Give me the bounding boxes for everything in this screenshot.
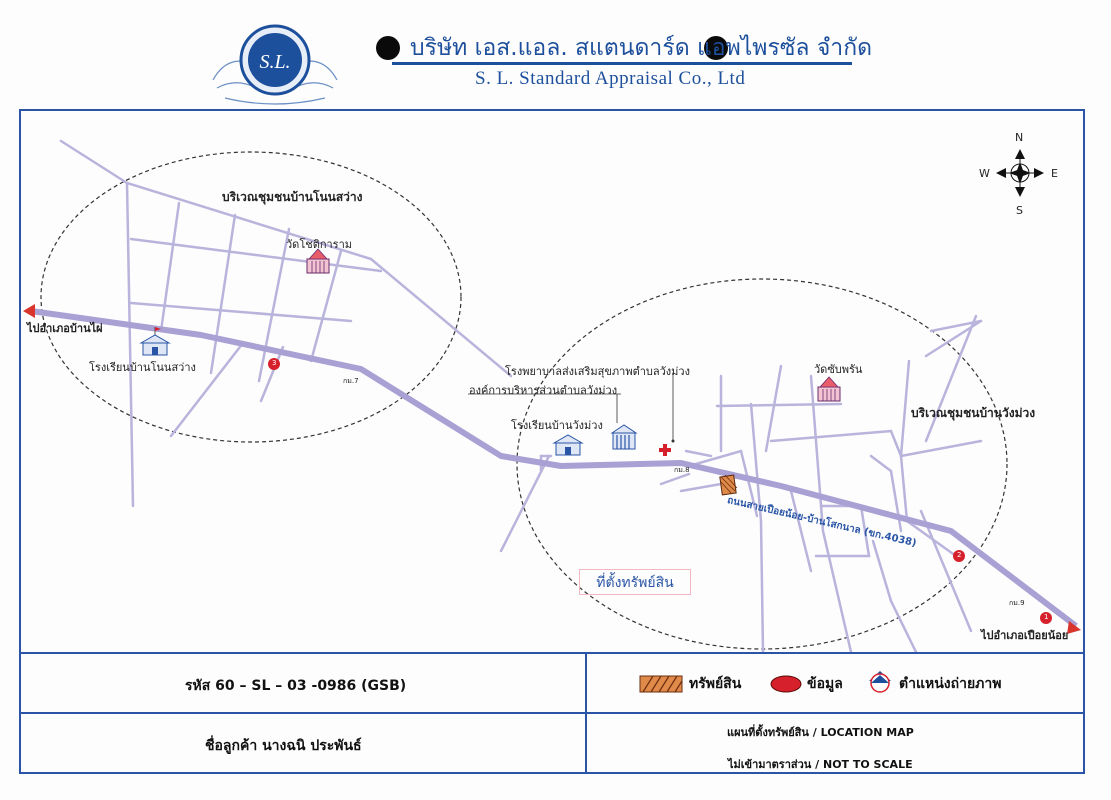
school-icon-non-sawang bbox=[139, 327, 171, 356]
arrow-to-pueai-noi bbox=[1067, 621, 1081, 634]
direction-label-ban-phai: ไปอำเภอบ้านไผ่ bbox=[27, 322, 103, 335]
info-divider-middle bbox=[21, 712, 1083, 714]
info-divider-vertical bbox=[585, 652, 587, 772]
compass-w: W bbox=[979, 167, 990, 180]
legend-photo-position-label: ตำแหน่งถ่ายภาพ bbox=[899, 676, 1002, 692]
legend-data-label: ข้อมูล bbox=[807, 676, 843, 692]
compass-s: S bbox=[1016, 204, 1023, 217]
header-rule bbox=[392, 62, 852, 65]
label-tao-wang-muang: องค์การบริหารส่วนตำบลวังม่วง bbox=[469, 384, 618, 397]
appraisal-code: รหัส 60 – SL – 03 -0986 (GSB) bbox=[185, 678, 407, 694]
map-frame: N S E W บริเวณชุมชนบ้านโนนสว่าง บริเวณชุ… bbox=[19, 109, 1085, 774]
legend-property-label: ทรัพย์สิน bbox=[689, 676, 742, 692]
label-health-hospital: โรงพยาบาลส่งเสริมสุขภาพตำบลวังม่วง bbox=[505, 365, 690, 378]
legend-data-marker-icon bbox=[770, 675, 802, 693]
punch-hole-left bbox=[376, 36, 400, 60]
school-icon-wang-muang bbox=[552, 434, 584, 456]
location-map-drawing bbox=[23, 139, 1081, 652]
area-label-non-sawang: บริเวณชุมชนบ้านโนนสว่าง bbox=[222, 190, 363, 204]
km-marker-7: กม.7 bbox=[343, 377, 359, 385]
community-boundary-non-sawang bbox=[40, 151, 462, 443]
main-road bbox=[30, 308, 1078, 629]
point-marker-2: 2 bbox=[957, 551, 962, 559]
area-label-wang-muang: บริเวณชุมชนบ้านวังม่วง bbox=[911, 406, 1036, 420]
label-school-wang-muang: โรงเรียนบ้านวังม่วง bbox=[511, 419, 603, 432]
compass-n: N bbox=[1015, 131, 1024, 144]
label-school-non-sawang: โรงเรียนบ้านโนนสว่าง bbox=[89, 361, 196, 374]
property-site-label: ที่ตั้งทรัพย์สิน bbox=[579, 569, 691, 595]
company-name-en: S. L. Standard Appraisal Co., Ltd bbox=[475, 68, 746, 89]
location-map-title: แผนที่ตั้งทรัพย์สิน / LOCATION MAP bbox=[727, 726, 914, 739]
point-marker-1-shape bbox=[1040, 612, 1052, 624]
point-marker-2-shape bbox=[953, 550, 965, 562]
customer-name: ชื่อลูกค้า นางฉนิ ประพันธ์ bbox=[205, 738, 362, 754]
km-marker-8: กม.8 bbox=[674, 466, 690, 474]
compass-rose-icon bbox=[996, 149, 1044, 197]
secondary-roads bbox=[59, 139, 983, 652]
not-to-scale-note: ไม่เข้ามาตราส่วน / NOT TO SCALE bbox=[728, 758, 913, 771]
point-marker-3-shape bbox=[268, 358, 280, 370]
map-area: N S E W บริเวณชุมชนบ้านโนนสว่าง บริเวณชุ… bbox=[21, 111, 1083, 652]
info-divider-top bbox=[21, 652, 1083, 654]
hospital-cross-icon bbox=[659, 444, 671, 456]
legend-photo-position-icon bbox=[869, 671, 891, 693]
direction-label-pueai-noi: ไปอำเภอเปือยน้อย bbox=[981, 629, 1069, 642]
temple-icon-chotikaram bbox=[306, 248, 330, 274]
label-wat-sap-phran: วัดซับพรัน bbox=[814, 363, 863, 376]
point-marker-3: 3 bbox=[272, 359, 277, 367]
km-marker-9: กม.9 bbox=[1009, 599, 1025, 607]
government-building-icon bbox=[610, 424, 638, 450]
company-name-th: บริษัท เอส.แอล. สแตนดาร์ด แอพไพรซัล จำกั… bbox=[410, 35, 873, 61]
compass-e: E bbox=[1051, 167, 1058, 180]
logo-text: S.L. bbox=[259, 51, 290, 73]
legend-property-swatch-icon bbox=[639, 675, 683, 693]
arrow-to-ban-phai bbox=[23, 304, 35, 318]
temple-icon-sap-phran bbox=[817, 376, 841, 402]
punch-hole-right bbox=[704, 36, 728, 60]
label-wat-chotikaram: วัดโชติการาม bbox=[286, 238, 353, 251]
company-logo: S.L. bbox=[212, 24, 338, 105]
point-marker-1: 1 bbox=[1044, 613, 1049, 621]
